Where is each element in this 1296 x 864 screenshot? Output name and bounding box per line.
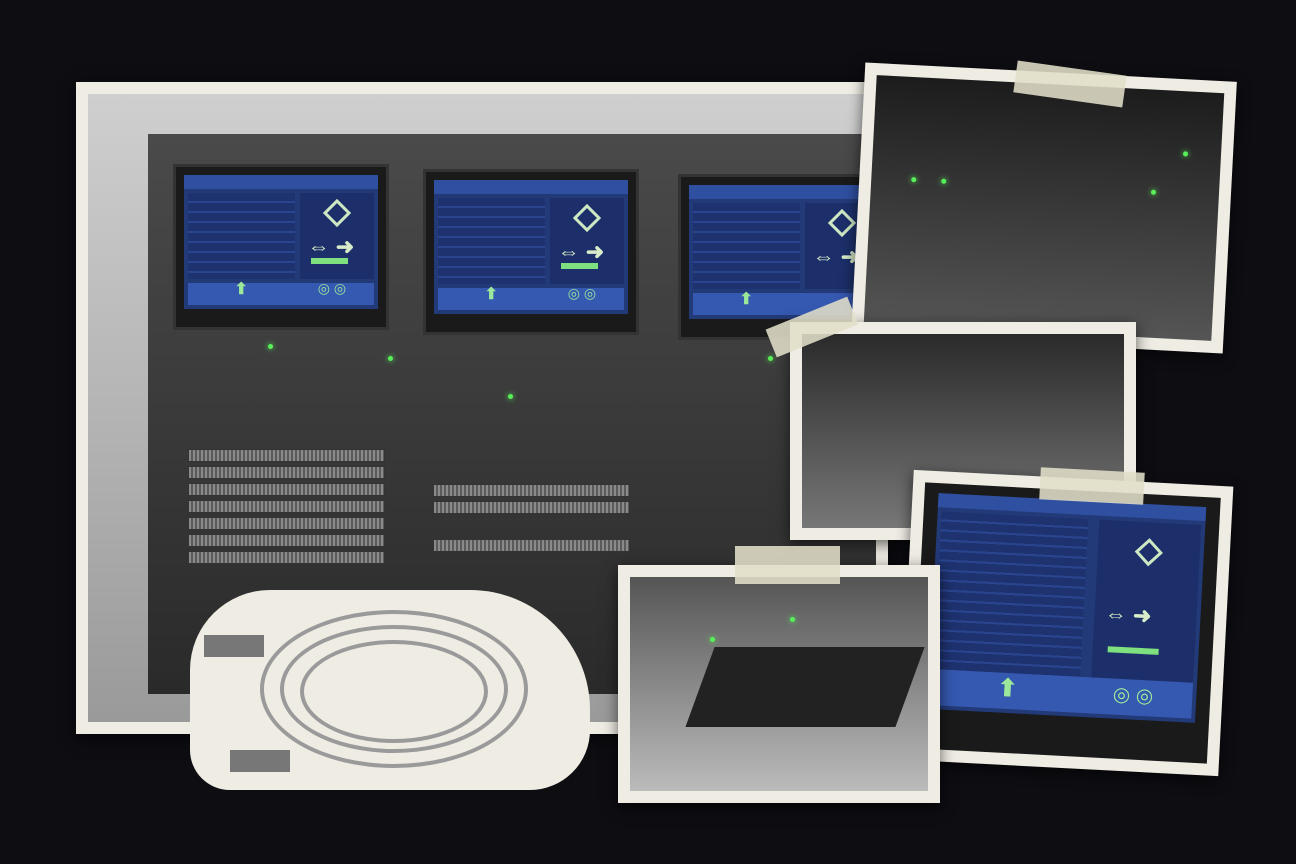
monitor-left: ⇔ ➜ ⬆ ◎ ◎: [173, 164, 389, 330]
cable-coil: [300, 640, 488, 743]
arrows-icon: ⇔ ➜: [812, 244, 860, 270]
status-led: [710, 637, 715, 642]
server-unit: [188, 534, 385, 547]
server-unit: [188, 500, 385, 513]
progress-bar: [1107, 646, 1160, 655]
status-led: [1182, 151, 1189, 157]
tape-strip: [735, 546, 840, 584]
server-unit: [188, 483, 385, 496]
rj45-connector: [204, 635, 264, 657]
monitor-center: ⇔ ➜ ⬆ ◎ ◎: [423, 169, 639, 335]
dashboard-screen: ⇔ ➜ ⬆ ◎ ◎: [927, 493, 1207, 723]
up-arrow-icon: ⬆: [234, 281, 248, 298]
rack-tray: [685, 647, 925, 727]
server-unit: [433, 484, 630, 497]
coiled-cable-cutout: [190, 590, 590, 790]
server-unit: [433, 539, 630, 552]
status-led: [1150, 189, 1157, 195]
diamond-icon: [1134, 538, 1164, 567]
progress-bar: [311, 257, 349, 264]
refresh-ring-icon: ◎ ◎: [1112, 683, 1154, 708]
diamond-icon: [322, 199, 352, 228]
status-led: [268, 344, 273, 349]
progress-bar: [561, 262, 599, 269]
arrows-icon: ⇔ ➜: [1104, 600, 1153, 629]
arrows-icon: ⇔ ➜: [307, 234, 355, 260]
status-led: [388, 356, 393, 361]
refresh-ring-icon: ◎ ◎: [317, 280, 347, 296]
rj45-connector: [230, 750, 290, 772]
server-unit: [188, 466, 385, 479]
diamond-icon: [827, 209, 857, 238]
cable-coil: [280, 625, 508, 753]
monitor-closeup-photo: ⇔ ➜ ⬆ ◎ ◎: [898, 469, 1234, 777]
arrows-icon: ⇔ ➜: [557, 239, 605, 265]
status-led: [790, 617, 795, 622]
cable-coil: [260, 610, 528, 768]
server-unit: [188, 449, 385, 462]
main-rack-photo: ⇔ ➜ ⬆ ◎ ◎ ⇔ ➜ ⬆ ◎ ◎ ⇔ ➜ ⬆: [76, 82, 888, 734]
server-unit: [188, 551, 385, 564]
empty-tray-photo: [618, 565, 940, 803]
status-led: [508, 394, 513, 399]
diamond-icon: [572, 204, 602, 233]
patch-panel-photo: [851, 62, 1237, 354]
status-led: [941, 178, 947, 184]
status-led: [911, 177, 917, 183]
status-led: [768, 356, 773, 361]
up-arrow-icon: ⬆: [996, 674, 1019, 703]
up-arrow-icon: ⬆: [739, 291, 753, 308]
server-unit: [433, 501, 630, 514]
tape-strip: [1039, 467, 1145, 505]
server-unit: [188, 517, 385, 530]
refresh-ring-icon: ◎ ◎: [567, 285, 597, 301]
up-arrow-icon: ⬆: [484, 286, 498, 303]
